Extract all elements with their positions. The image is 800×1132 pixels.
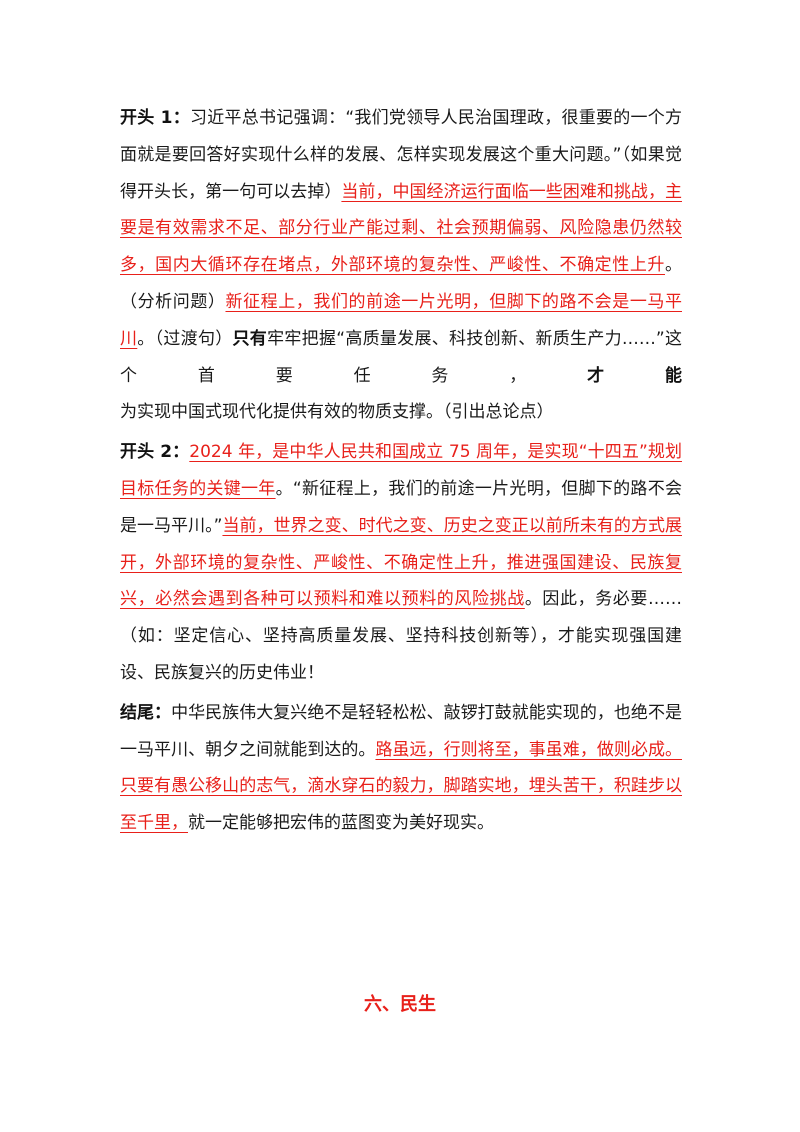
opening-1-text-3: 。（过渡句） [137, 328, 233, 349]
ending-text-2: 就一定能够把宏伟的蓝图变为美好现实。 [188, 813, 494, 834]
opening-1-text-4: 牢牢把握“高质量发展、科技创新、新质生产力……”这个首要任务， [120, 328, 683, 386]
ending-label: 结尾： [120, 702, 172, 723]
opening-2-highlight-2: 当前，世界之变、时代之变、历史之变正以前所未有的方式展开，外部环境的复杂性、严峻… [120, 515, 682, 610]
opening-2-paragraph: 开头 2：2024 年，是中华人民共和国成立 75 周年，是实现“十四五”规划目… [120, 434, 682, 692]
opening-2-text-1: 。“新征程上，我们的前途一片光明，但脚下的路不会是一马平川。” [120, 478, 683, 536]
opening-1-text-5: 为实现中国式现代化提供有效的物质支撑。（引出总论点） [120, 402, 554, 423]
ending-paragraph: 结尾：中华民族伟大复兴绝不是轻轻松松、敲锣打鼓就能实现的，也绝不是一马平川、朝夕… [120, 695, 682, 842]
opening-1-text-1: 习近平总书记强调：“我们党领导人民治国理政，很重要的一个方面就是要回答好实现什么… [120, 108, 682, 202]
opening-1-text-2: 。（分析问题） [120, 255, 682, 312]
opening-2-label: 开头 2： [120, 442, 190, 463]
ending-text-1: 中华民族伟大复兴绝不是轻轻松松、敲锣打鼓就能实现的，也绝不是一马平川、朝夕之间就… [120, 702, 682, 760]
opening-1-highlight-2: 新征程上，我们的前途一片光明，但脚下的路不会是一马平川 [120, 291, 682, 349]
opening-2-text-2: 。因此，务必要……（如：坚定信心、坚持高质量发展、坚持科技创新等），才能实现强国… [120, 589, 683, 683]
opening-2-highlight-1: 2024 年，是中华人民共和国成立 75 周年，是实现“十四五”规划目标任务的关… [120, 442, 682, 499]
opening-1-keyword-can: 才能 [587, 365, 683, 386]
opening-1-label: 开头 1： [120, 108, 191, 128]
opening-1-highlight-1: 当前，中国经济运行面临一些困难和挑战，主要是有效需求不足、部分行业产能过剩、社会… [120, 181, 682, 276]
opening-1-keyword-only: 只有 [232, 328, 268, 349]
opening-1-paragraph: 开头 1：习近平总书记强调：“我们党领导人民治国理政，很重要的一个方面就是要回答… [120, 100, 682, 431]
ending-highlight: 路虽远，行则将至，事虽难，做则必成。只要有愚公移山的志气，滴水穿石的毅力，脚踏实… [120, 739, 682, 834]
section-title: 六、民生 [364, 994, 436, 1015]
